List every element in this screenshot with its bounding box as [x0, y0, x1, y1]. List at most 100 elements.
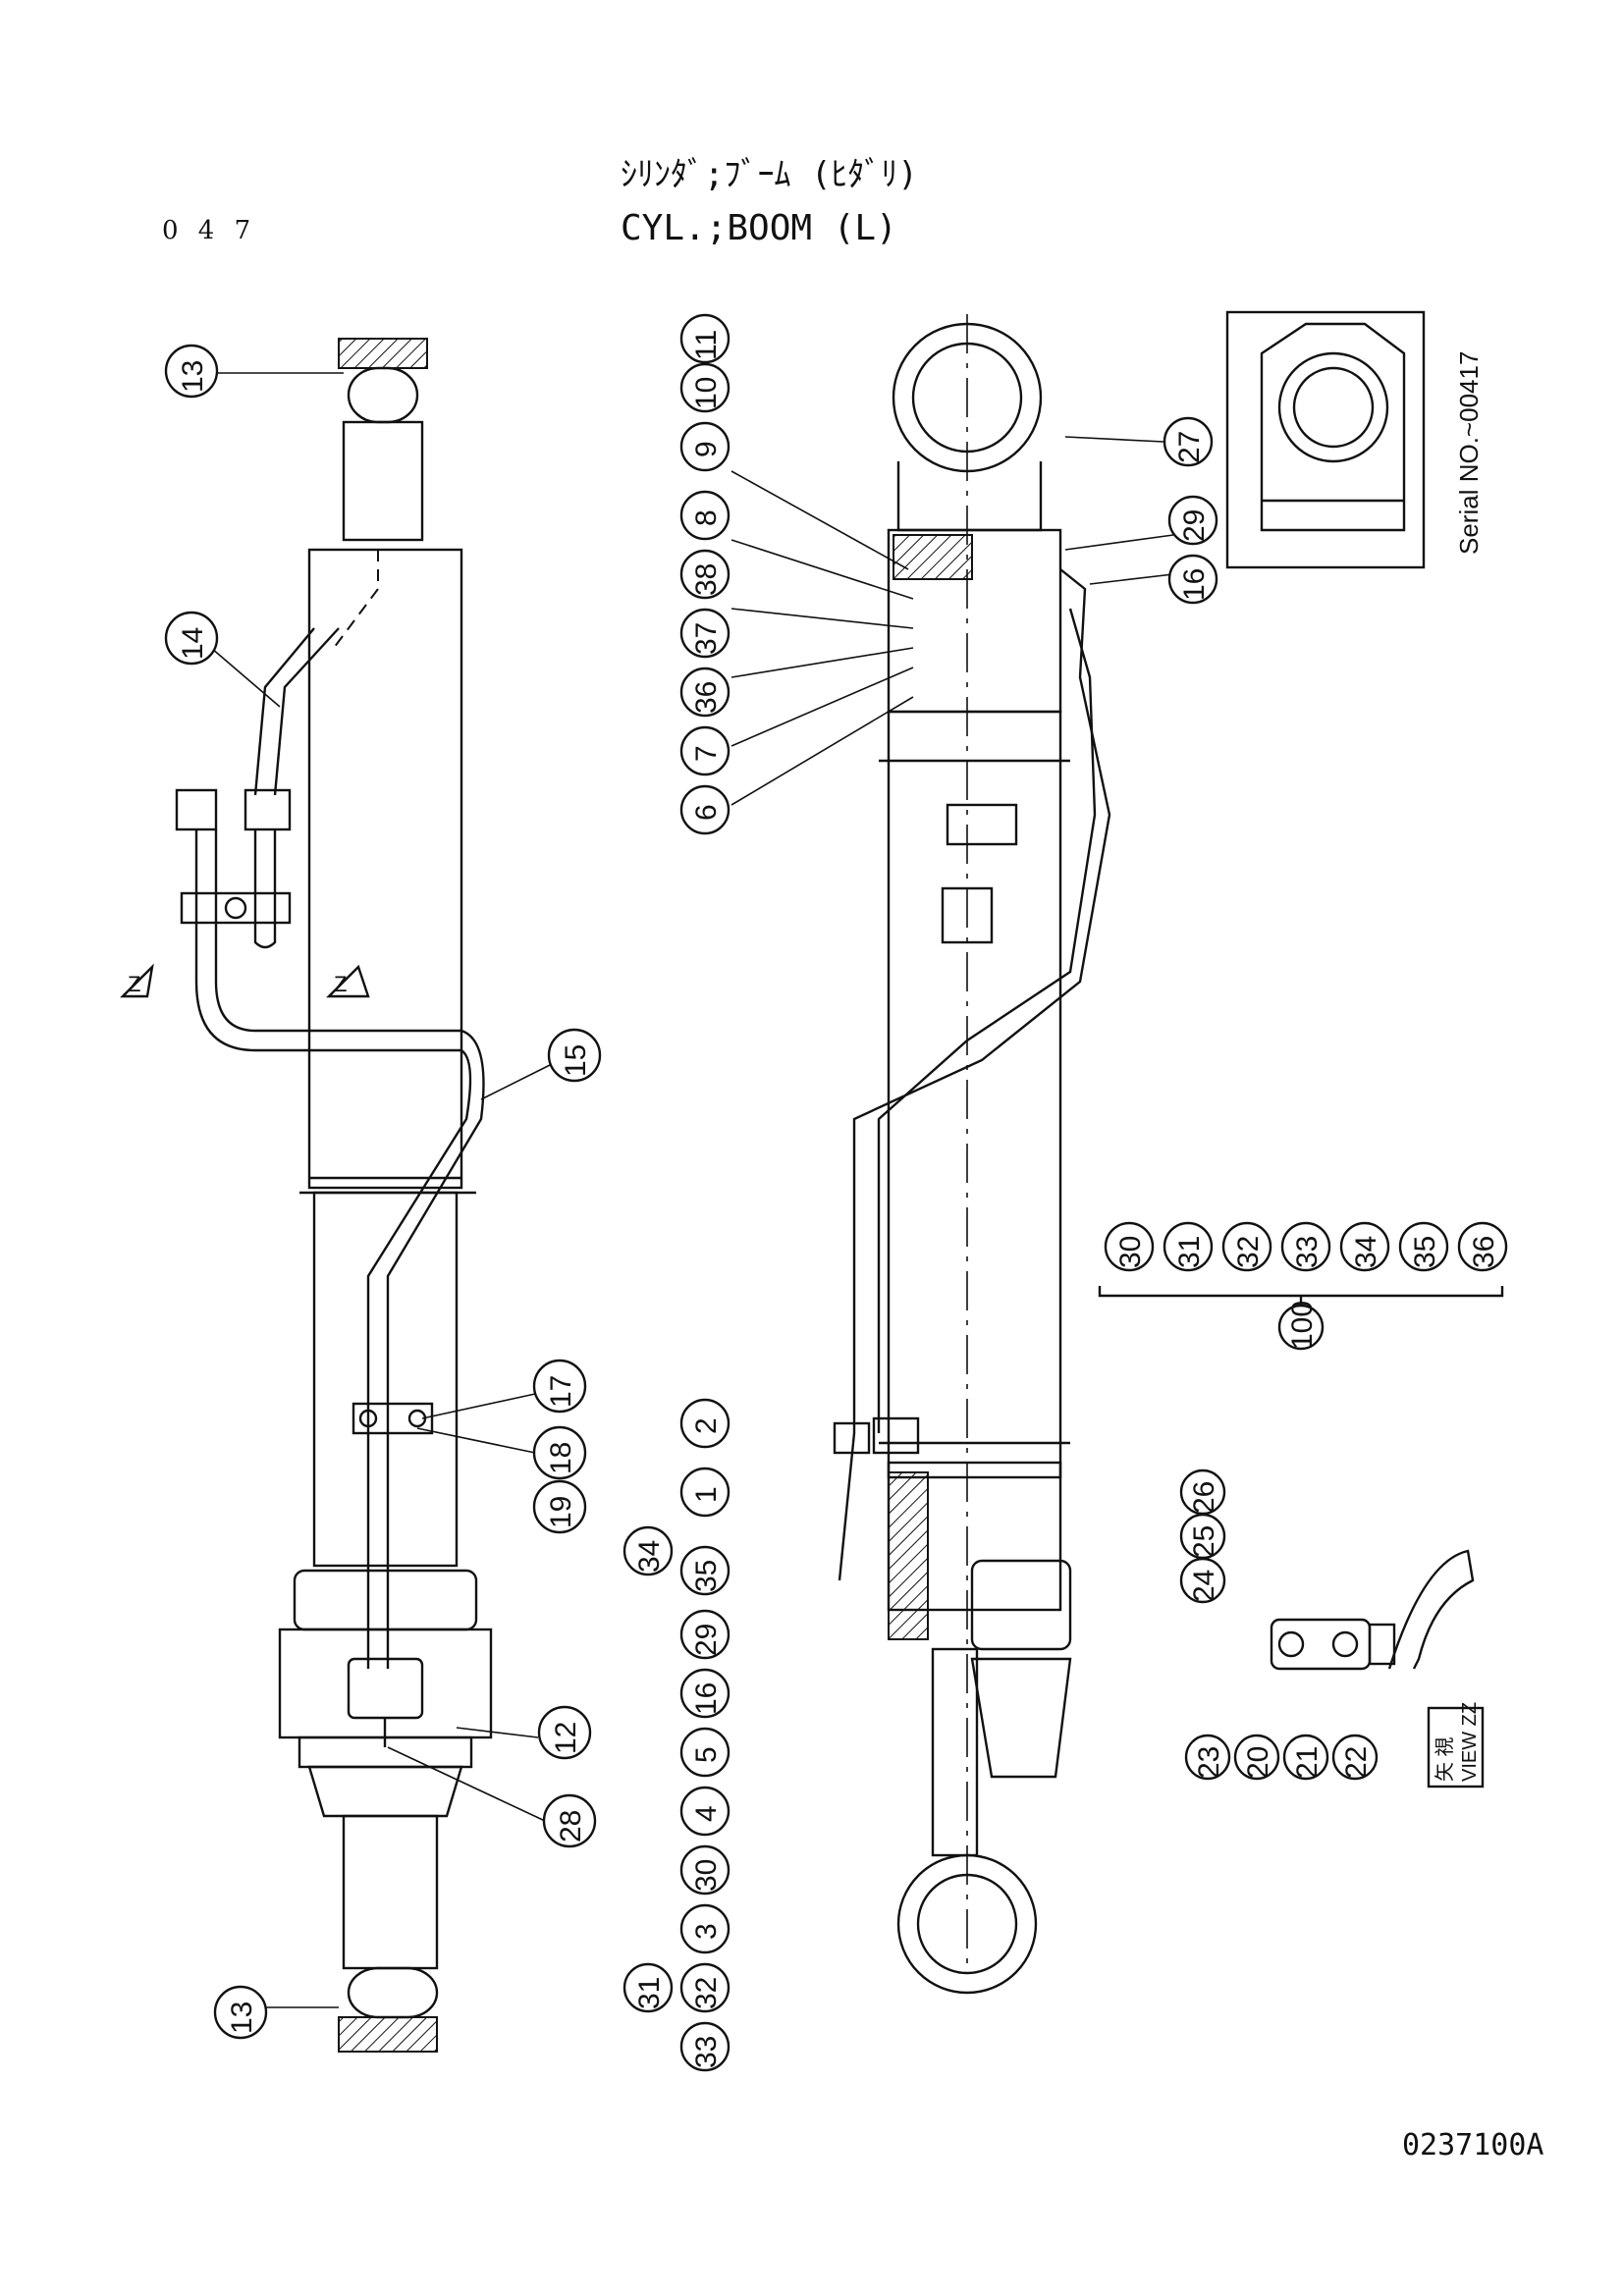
- callout-zz-26: 26: [1179, 1468, 1226, 1516]
- callout-left-19: 19: [532, 1479, 587, 1534]
- callout-right-36: 36: [679, 667, 730, 718]
- svg-text:38: 38: [690, 563, 723, 596]
- svg-text:10: 10: [690, 377, 723, 409]
- callout-right-31: 31: [622, 1962, 674, 2013]
- document-code: 0237100A: [1402, 2128, 1544, 2163]
- callout-right-1: 1: [679, 1467, 730, 1518]
- svg-text:20: 20: [1242, 1746, 1274, 1779]
- svg-text:8: 8: [690, 509, 723, 526]
- callout-right-29b: 29: [679, 1609, 730, 1660]
- callout-right-8: 8: [679, 490, 730, 541]
- callout-zz-25: 25: [1179, 1513, 1226, 1560]
- callout-right-11: 11: [679, 313, 730, 364]
- svg-text:27: 27: [1173, 431, 1206, 463]
- svg-text:36: 36: [1468, 1236, 1500, 1268]
- svg-text:16: 16: [1178, 568, 1211, 601]
- callout-right-27: 27: [1163, 416, 1214, 467]
- callout-kit-35: 35: [1398, 1221, 1449, 1272]
- svg-text:2: 2: [690, 1417, 723, 1434]
- view-marker-z-right: Z: [334, 972, 347, 996]
- title-english: CYL.;BOOM (L): [621, 208, 897, 248]
- svg-text:11: 11: [690, 330, 723, 360]
- view-marker-z-left: Z: [128, 972, 140, 996]
- callout-right-9: 9: [679, 421, 730, 472]
- svg-text:28: 28: [555, 1810, 587, 1842]
- callout-left-12: 12: [537, 1705, 592, 1760]
- callout-right-32: 32: [679, 1962, 730, 2013]
- view-label-en: VIEW ZZ: [1459, 1702, 1481, 1782]
- svg-text:25: 25: [1188, 1525, 1220, 1558]
- svg-text:31: 31: [1173, 1236, 1206, 1268]
- callout-kit-31: 31: [1163, 1221, 1214, 1272]
- callout-right-34: 34: [622, 1525, 674, 1576]
- svg-text:6: 6: [690, 804, 723, 821]
- svg-text:36: 36: [690, 681, 723, 714]
- callout-right-16: 16: [1167, 554, 1218, 605]
- svg-text:23: 23: [1193, 1746, 1225, 1779]
- svg-text:37: 37: [690, 622, 723, 655]
- svg-text:100: 100: [1286, 1301, 1319, 1350]
- callout-right-16b: 16: [679, 1668, 730, 1719]
- callout-left-14: 14: [164, 611, 219, 666]
- svg-text:13: 13: [226, 2002, 258, 2034]
- callout-right-2: 2: [679, 1398, 730, 1449]
- page-number: 0 4 7: [162, 216, 257, 245]
- svg-text:29: 29: [690, 1624, 723, 1656]
- callout-zz-24: 24: [1179, 1557, 1226, 1604]
- svg-text:19: 19: [545, 1496, 577, 1528]
- svg-text:34: 34: [1350, 1236, 1382, 1268]
- svg-text:18: 18: [545, 1442, 577, 1474]
- svg-text:29: 29: [1178, 509, 1211, 542]
- callout-right-4: 4: [679, 1786, 730, 1837]
- callout-right-5: 5: [679, 1727, 730, 1778]
- svg-text:15: 15: [560, 1044, 592, 1077]
- callout-right-3: 3: [679, 1903, 730, 1954]
- callout-left-17: 17: [532, 1359, 587, 1414]
- svg-text:3: 3: [690, 1923, 723, 1940]
- svg-text:4: 4: [690, 1805, 723, 1822]
- serial-note: Serial NO.~00417: [1454, 351, 1484, 555]
- leader-lines: [210, 372, 1174, 2008]
- view-label-jp: 矢 視: [1434, 1736, 1456, 1782]
- svg-text:12: 12: [550, 1722, 582, 1754]
- callout-kit-36: 36: [1457, 1221, 1508, 1272]
- left-cylinder-view: [120, 338, 493, 2053]
- callout-right-7: 7: [679, 725, 730, 776]
- callout-zz-22: 22: [1331, 1734, 1379, 1781]
- callout-right-33: 33: [679, 2021, 730, 2072]
- svg-text:26: 26: [1188, 1481, 1220, 1514]
- callout-kit-32: 32: [1221, 1221, 1272, 1272]
- svg-text:33: 33: [690, 2036, 723, 2068]
- svg-text:21: 21: [1291, 1746, 1324, 1779]
- callout-zz-21: 21: [1282, 1734, 1329, 1781]
- svg-text:9: 9: [690, 441, 723, 457]
- callout-right-6: 6: [679, 784, 730, 835]
- svg-text:35: 35: [690, 1560, 723, 1592]
- svg-text:34: 34: [633, 1540, 666, 1573]
- callout-right-30: 30: [679, 1844, 730, 1896]
- callout-left-28: 28: [542, 1793, 597, 1848]
- callout-right-37: 37: [679, 608, 730, 659]
- svg-text:22: 22: [1340, 1746, 1373, 1779]
- svg-text:30: 30: [690, 1859, 723, 1892]
- title-japanese: ｼﾘﾝﾀﾞ;ﾌﾞｰﾑ (ﾋﾀﾞﾘ): [621, 155, 918, 194]
- svg-text:14: 14: [177, 627, 209, 660]
- svg-text:24: 24: [1188, 1570, 1220, 1602]
- svg-text:33: 33: [1291, 1236, 1324, 1268]
- callout-kit-30: 30: [1104, 1221, 1155, 1272]
- callout-zz-23: 23: [1184, 1734, 1231, 1781]
- svg-text:32: 32: [1232, 1236, 1265, 1268]
- callout-kit-34: 34: [1339, 1221, 1390, 1272]
- serial-inset: Serial NO.~00417: [1225, 310, 1484, 569]
- callout-left-13-top: 13: [164, 344, 219, 399]
- svg-text:35: 35: [1409, 1236, 1441, 1268]
- kit-label: 100: [1277, 1301, 1325, 1351]
- svg-text:13: 13: [177, 360, 209, 393]
- svg-text:5: 5: [690, 1746, 723, 1763]
- svg-text:17: 17: [545, 1375, 577, 1408]
- svg-text:30: 30: [1114, 1236, 1147, 1268]
- svg-text:7: 7: [690, 745, 723, 762]
- callout-left-13-bottom: 13: [213, 1985, 268, 2040]
- view-zz-detail: 矢 視 VIEW ZZ: [1270, 1549, 1485, 1789]
